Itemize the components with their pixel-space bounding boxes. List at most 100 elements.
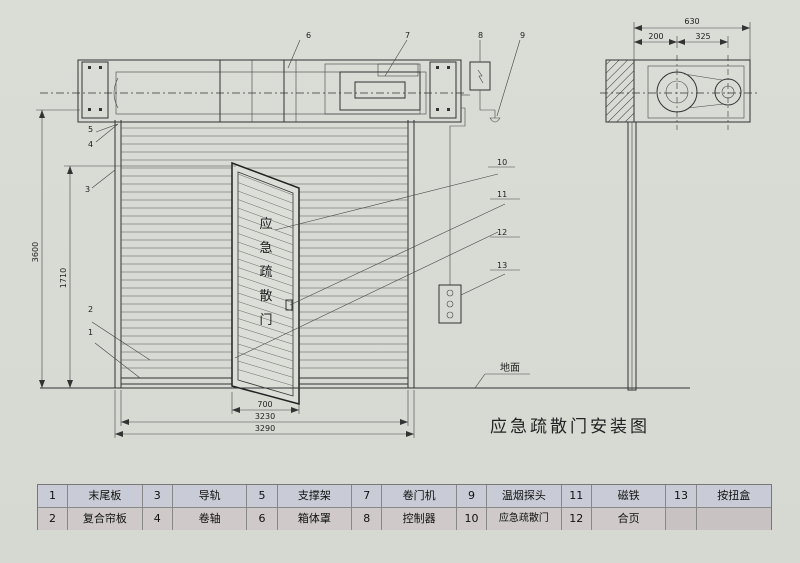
dim-door-height: 1710 [59,165,236,388]
dim-door-width: 700 [231,392,300,414]
svg-text:200: 200 [648,32,663,41]
door-slat [237,241,294,262]
callout-1: 1 [88,328,93,337]
door-slat [237,360,294,378]
legend-num: 1 [38,485,69,507]
door-slat [237,190,294,212]
legend-num: 13 [666,485,697,507]
legend-name: 复合帘板 [68,508,143,530]
door-char-2: 急 [259,241,272,256]
curtain-slats [121,127,408,369]
legend-name: 合页 [592,508,667,530]
svg-text:630: 630 [684,17,699,26]
legend-num: 11 [562,485,592,507]
door-slat [237,369,294,386]
door-slat [237,343,294,362]
dim-width-inner: 3230 [120,390,409,426]
door-text: 应 急 疏 散 门 [259,216,272,328]
legend-name: 卷门机 [382,485,457,507]
legend-name: 支撑架 [278,485,353,507]
legend-name: 控制器 [382,508,457,530]
svg-text:700: 700 [257,400,272,409]
side-view [605,55,751,391]
head-box [77,59,462,123]
dim-width-outer: 3290 [114,390,415,438]
door-slat [237,233,294,254]
door-slat [237,250,294,270]
legend-num: 10 [457,508,488,530]
door-slat [237,352,294,370]
door-char-5: 门 [259,313,272,328]
dim-overall-height: 3600 [31,109,80,388]
door-slat [237,292,294,312]
guide-rails [114,120,415,388]
legend-num: 12 [562,508,592,530]
callout-6: 6 [306,31,311,40]
svg-text:3290: 3290 [255,424,275,433]
emergency-door [231,161,300,405]
door-slat [237,182,294,204]
svg-text:3600: 3600 [31,242,40,262]
dim-side: 630 200 325 [633,17,751,60]
door-slat [237,267,294,287]
legend-num: 4 [143,508,173,530]
legend-row-2: 2 复合帘板 4 卷轴 6 箱体罩 8 控制器 10 应急疏散门 12 合页 [38,507,771,530]
door-slat [237,207,294,229]
callout-11: 11 [497,190,507,199]
door-slat [237,335,294,353]
legend-name: 末尾板 [68,485,143,507]
callout-9: 9 [520,31,525,40]
callout-10: 10 [497,158,507,167]
legend-name [696,508,771,530]
callout-4: 4 [88,140,93,149]
support-bracket-left [81,61,109,119]
legend-table: 1 末尾板 3 导轨 5 支撑架 7 卷门机 9 温烟探头 11 磁铁 13 按… [37,484,772,530]
callout-13: 13 [497,261,507,270]
legend-name: 温烟探头 [487,485,562,507]
legend-num: 3 [143,485,173,507]
legend-name: 导轨 [173,485,248,507]
legend-name: 卷轴 [173,508,248,530]
ground-label: 地面 [500,361,520,374]
legend-num [666,508,697,530]
callout-2: 2 [88,305,93,314]
door-slat [237,173,294,196]
door-slat [237,309,294,328]
callout-8: 8 [478,31,483,40]
door-slat [237,258,294,279]
door-char-1: 应 [259,216,272,232]
legend-name: 应急疏散门 [487,508,562,530]
door-slat [237,275,294,295]
door-char-3: 疏 [259,265,272,280]
legend-num: 6 [247,508,278,530]
smoke-detector-icon [489,117,501,123]
legend-num: 5 [247,485,278,507]
callouts: 1 2 3 4 5 6 7 8 9 10 11 12 13 [85,31,525,337]
callout-3: 3 [85,185,90,194]
door-slat [237,224,294,245]
support-bracket-right [429,61,457,119]
legend-name: 按扭盒 [717,489,751,502]
door-slat [237,318,294,337]
legend-num: 9 [457,485,488,507]
callout-7: 7 [405,31,410,40]
legend-num: 2 [38,508,69,530]
door-slat [237,199,294,221]
button-box [438,284,462,324]
drawing-title: 应急疏散门安装图 [490,417,650,437]
svg-text:1710: 1710 [59,268,68,288]
svg-text:325: 325 [695,32,710,41]
door-char-4: 散 [259,289,272,304]
legend-num: 8 [352,508,383,530]
door-slat [237,216,294,237]
svg-text:3230: 3230 [255,412,275,421]
legend-name: 箱体罩 [278,508,353,530]
callout-12: 12 [497,228,507,237]
door-slat [237,284,294,304]
door-slat [237,326,294,345]
door-slat [237,301,294,320]
legend-name: 磁铁 [592,485,667,507]
callout-5: 5 [88,125,93,134]
